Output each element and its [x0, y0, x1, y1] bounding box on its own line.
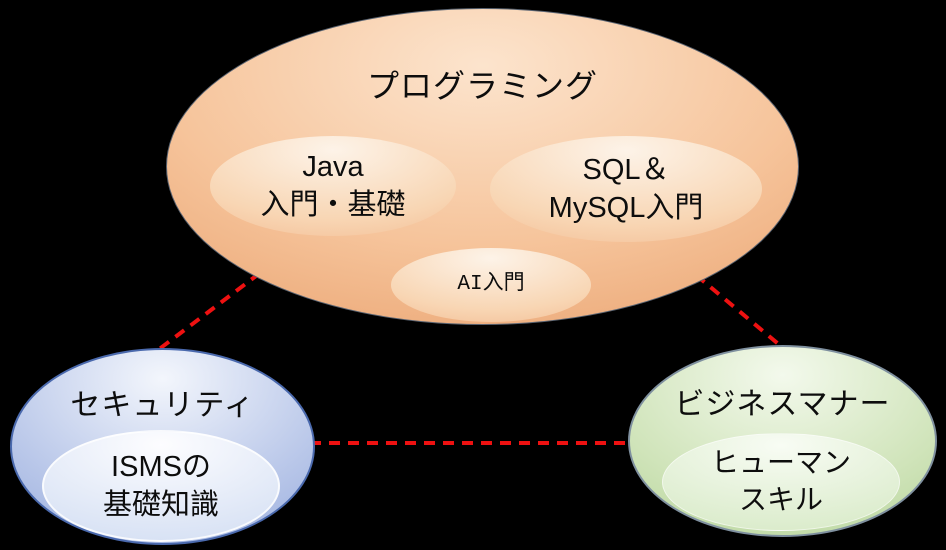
human-skill-course-label-line1: ヒューマン — [710, 447, 851, 479]
human-skill-course-label-line2: スキル — [738, 484, 823, 515]
security-group-ellipse: セキュリティ ISMSの 基礎知識 — [10, 348, 315, 545]
java-course-label-line2: 入門・基礎 — [260, 189, 406, 221]
ai-course-label: AI入門 — [457, 273, 525, 297]
business-manner-group-ellipse: ビジネスマナー ヒューマン スキル — [628, 345, 937, 537]
connector-programming-security — [156, 271, 262, 352]
ai-course-ellipse: AI入門 — [391, 248, 591, 322]
programming-group-label: プログラミング — [366, 68, 598, 104]
business-manner-group-label: ビジネスマナー — [674, 388, 891, 421]
isms-course-ellipse: ISMSの 基礎知識 — [42, 430, 280, 542]
sql-mysql-course-ellipse: SQL＆ MySQL入門 — [490, 136, 762, 242]
connector-programming-business — [694, 273, 784, 349]
security-group-label: セキュリティ — [70, 389, 255, 422]
java-course-ellipse: Java 入門・基礎 — [210, 136, 456, 236]
isms-course-label-line1: ISMSの — [111, 450, 211, 483]
sql-mysql-course-label-line1: SQL＆ — [582, 153, 670, 186]
human-skill-course-ellipse: ヒューマン スキル — [662, 433, 900, 531]
programming-group-ellipse: プログラミング Java 入門・基礎 SQL＆ MySQL入門 AI入門 — [166, 8, 799, 325]
isms-course-label-line2: 基礎知識 — [102, 489, 219, 521]
sql-mysql-course-label-line2: MySQL入門 — [548, 192, 704, 224]
java-course-label-line1: Java — [302, 150, 364, 183]
